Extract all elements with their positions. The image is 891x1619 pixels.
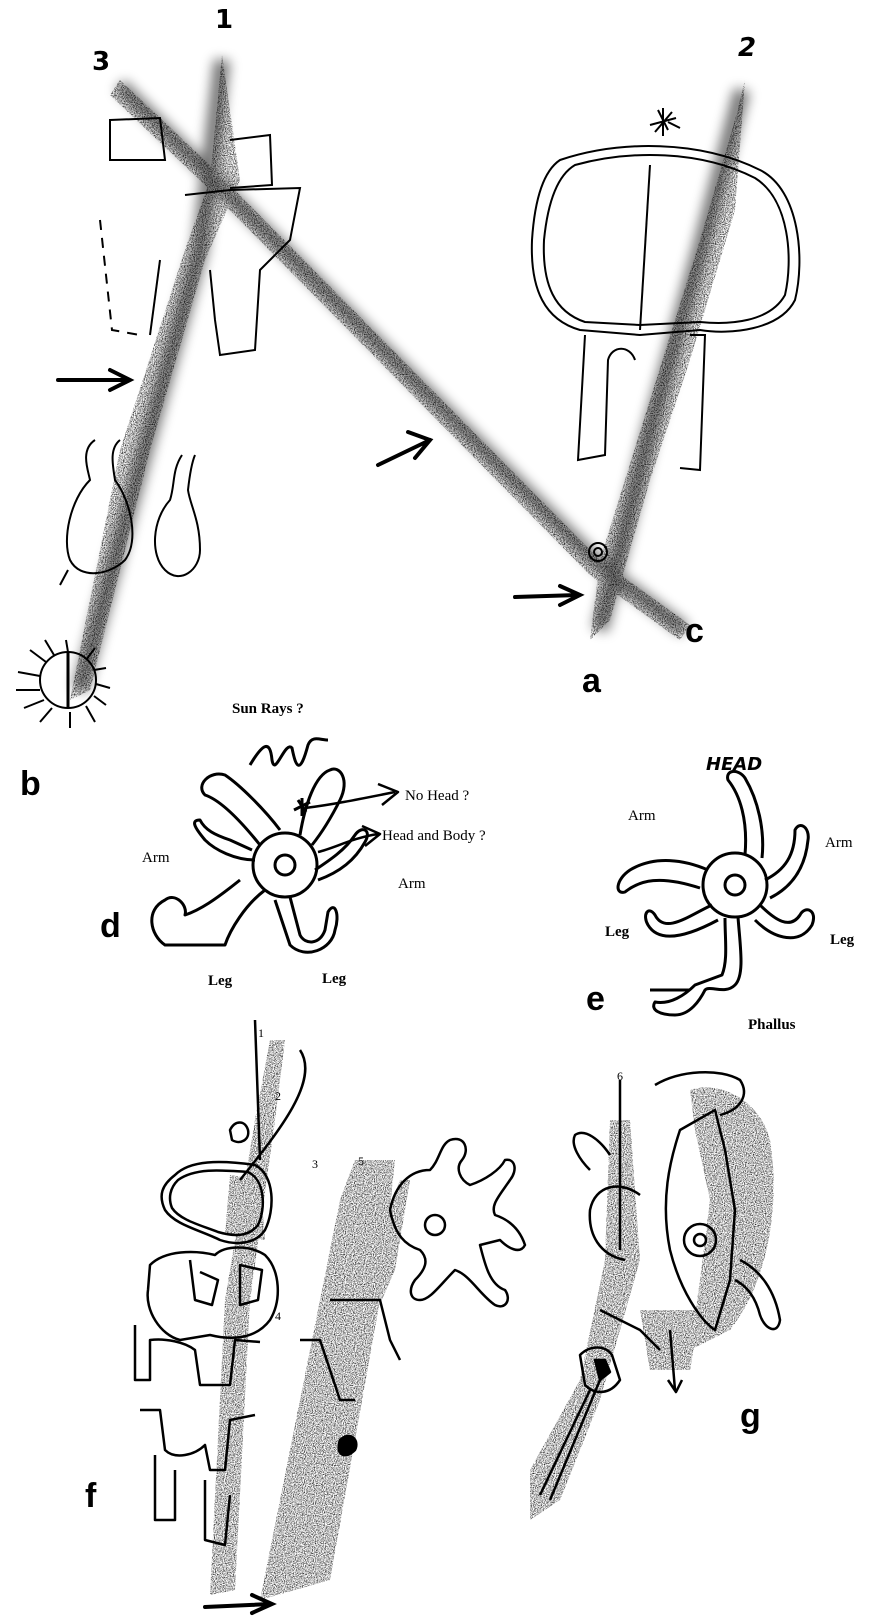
- line-number-3: 3: [92, 47, 110, 77]
- mark-2: 2: [275, 1089, 281, 1103]
- label-head: HEAD: [706, 754, 762, 775]
- panel-letter-b: b: [20, 765, 41, 803]
- line-number-2: 2: [738, 33, 756, 63]
- label-head-and-body: Head and Body ?: [382, 828, 486, 844]
- label-arm-right-d: Arm: [398, 876, 426, 892]
- label-phallus: Phallus: [748, 1017, 796, 1033]
- panel-letter-e: e: [586, 980, 605, 1018]
- label-sun-rays: Sun Rays ?: [232, 701, 304, 717]
- mark-g-6: 6: [617, 1069, 623, 1083]
- arrow-right-icon-bottom: [515, 586, 580, 605]
- shadow-beams: [70, 55, 745, 700]
- label-no-head: No Head ?: [405, 788, 469, 804]
- label-leg-left-e: Leg: [605, 924, 630, 940]
- arrow-right-icon-left: [58, 370, 130, 390]
- label-arm-left-e: Arm: [628, 808, 656, 824]
- mark-4: 4: [275, 1309, 281, 1323]
- label-leg-right-e: Leg: [830, 932, 855, 948]
- panel-letter-c: c: [685, 612, 704, 650]
- panel-f-shading: [210, 1040, 410, 1600]
- panel-letter-a: a: [582, 662, 602, 700]
- label-arm-left-d: Arm: [142, 850, 170, 866]
- mark-3: 3: [312, 1157, 318, 1171]
- label-leg-left-d: Leg: [208, 973, 233, 989]
- sun-star-icon: [650, 108, 680, 136]
- label-arm-right-e: Arm: [825, 835, 853, 851]
- panel-letter-f: f: [85, 1477, 97, 1515]
- panel-letter-d: d: [100, 907, 121, 945]
- line-number-1: 1: [215, 5, 233, 35]
- no-head-arrow: [305, 784, 398, 808]
- sun-rays-squiggle: [250, 739, 328, 766]
- mark-5: 5: [358, 1154, 364, 1168]
- arrow-diagonal-icon: [378, 432, 430, 465]
- mark-1: 1: [258, 1026, 264, 1040]
- panel-d-figure: [152, 739, 398, 952]
- panel-g-shading: [530, 1087, 774, 1520]
- panel-letter-g: g: [740, 1397, 761, 1435]
- label-leg-right-d: Leg: [322, 971, 347, 987]
- head-body-arrow: [318, 826, 380, 852]
